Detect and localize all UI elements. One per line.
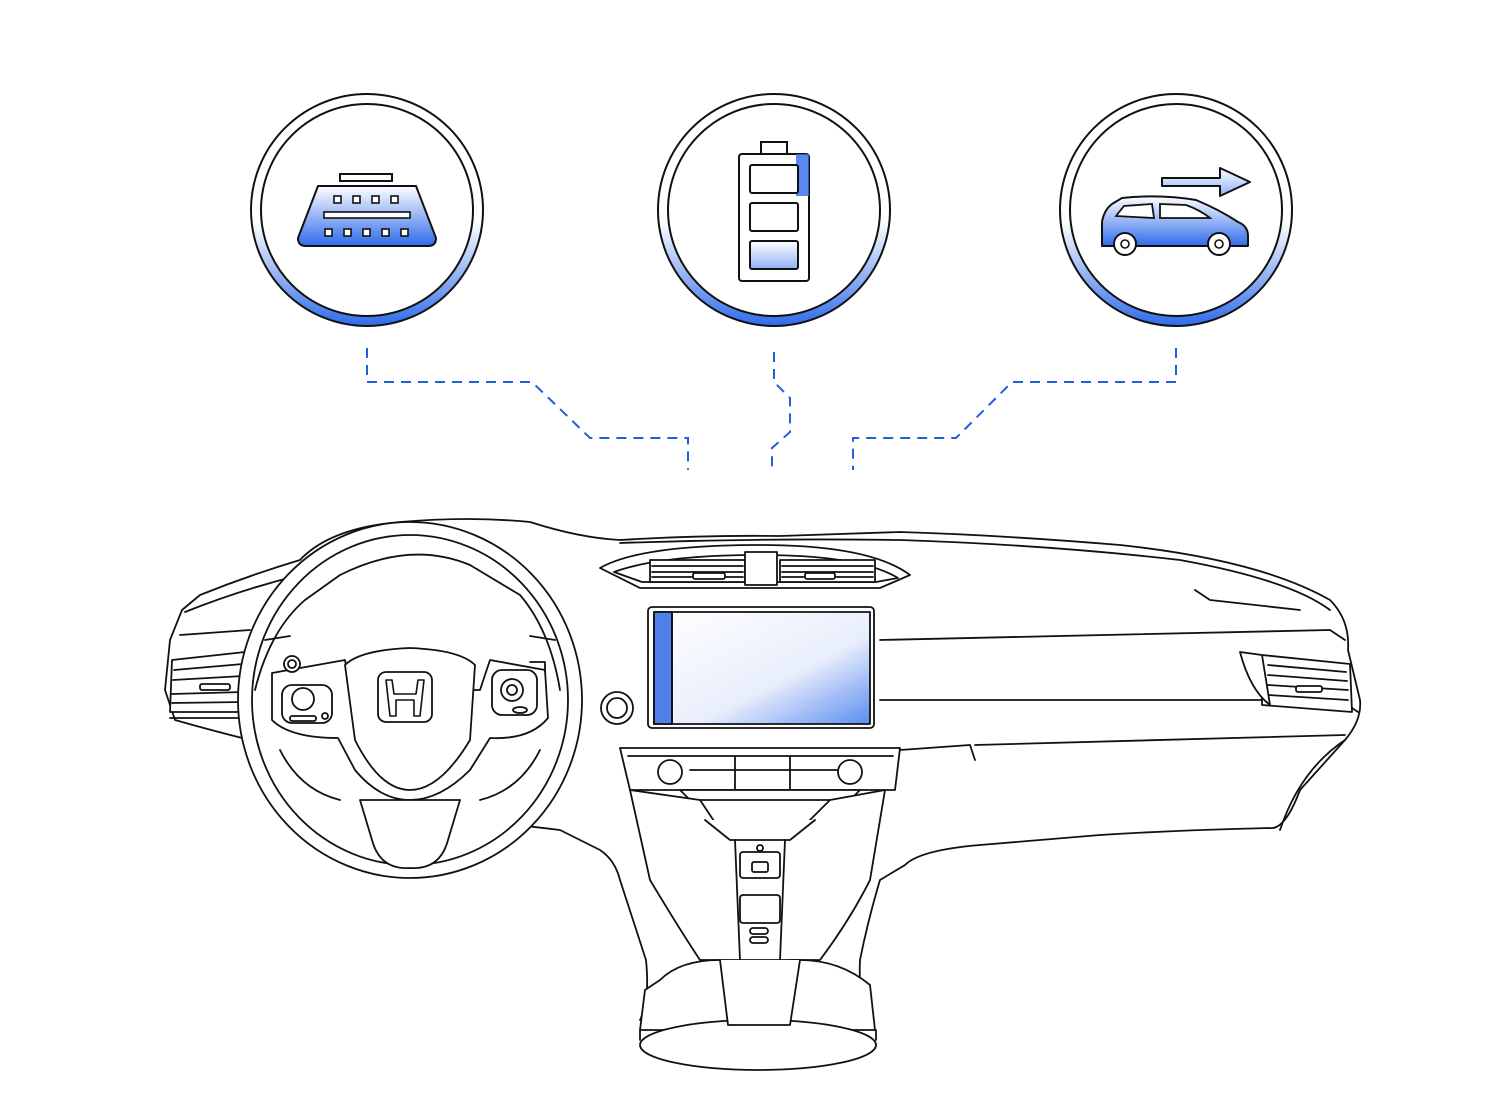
steering-wheel [237, 521, 583, 879]
battery-icon-circle [657, 93, 891, 327]
connector-lines [366, 348, 1177, 470]
connector-car [852, 348, 1177, 470]
left-air-vent [169, 651, 246, 713]
car-dashboard [164, 518, 1362, 1071]
connector-battery [771, 352, 791, 470]
car-forward-arrow-icon [1101, 167, 1251, 256]
obd-port-icon [297, 173, 437, 247]
connector-obd [366, 348, 689, 470]
climate-controls [619, 747, 901, 801]
center-air-vent [599, 544, 911, 589]
right-air-vent [1239, 651, 1353, 713]
battery-icon [738, 141, 810, 282]
center-console [629, 789, 886, 1071]
obd-port-icon-circle [250, 93, 484, 327]
car-forward-arrow-icon-circle [1059, 93, 1293, 327]
infotainment-screen [647, 606, 875, 729]
